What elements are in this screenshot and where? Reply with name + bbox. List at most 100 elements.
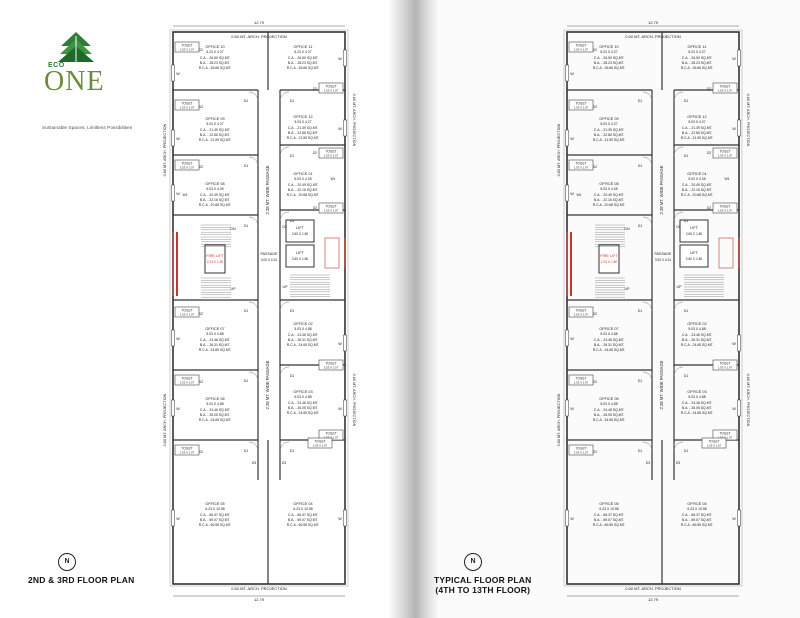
window-opening: [343, 334, 347, 352]
office-02-dim: 5.03 X 4.88: [294, 327, 311, 331]
office-09-rca: R.C.A - 21.59 SQ.MT.: [593, 138, 626, 142]
office-04-rca: R.C.A - 66.55 SQ.MT.: [681, 523, 714, 527]
lift-dim-label: 2.60 X 1.80: [686, 257, 703, 261]
toilet-label: TOILET: [181, 377, 192, 381]
office-04-dim: 6.23 X 10.58: [293, 507, 312, 511]
logo-eco-text: ECO: [48, 62, 65, 69]
office-01-rca: R.C.A - 20.68 SQ.MT.: [287, 193, 320, 197]
office-06-name: OFFICE 06: [205, 397, 224, 401]
office-12-dim: 5.03 X 4.27: [294, 120, 311, 124]
office-01-name: OFFICE 01: [293, 172, 312, 176]
plan-title-left-line1: 2ND & 3RD FLOOR PLAN: [28, 575, 135, 585]
book-spine-shadow: [388, 0, 438, 618]
window-label: W: [732, 517, 736, 521]
office-05-name: OFFICE 05: [205, 502, 224, 506]
door-label: D1: [290, 99, 294, 103]
toilet-dim-label: 1.53 X 1.07: [313, 444, 328, 448]
passage-label: PASSAGE: [655, 252, 673, 256]
door-label: D1: [290, 374, 294, 378]
office-11-carpet-area: C.A. - 26.50 SQ.MT.: [288, 56, 318, 60]
door-label: D2: [199, 380, 203, 384]
door-swing: [248, 301, 259, 312]
fire-lift-marker: [570, 232, 572, 296]
office-11-dim: 6.23 X 4.27: [294, 50, 311, 54]
office-04-dim: 6.23 X 10.58: [687, 507, 706, 511]
office-10-dim: 6.23 X 4.27: [206, 50, 223, 54]
office-02-built-area: B.A. - 26.31 SQ.MT.: [288, 338, 318, 342]
office-06-dim: 5.03 X 4.88: [600, 402, 617, 406]
office-12-dim: 5.03 X 4.27: [688, 120, 705, 124]
door-label: D1: [244, 309, 248, 313]
toilet-label: TOILET: [181, 162, 192, 166]
stair-up-label: UP: [283, 285, 289, 289]
lift-shaft: [679, 219, 709, 243]
door-swing: [248, 441, 259, 452]
stair-dn-label: DN: [282, 225, 288, 229]
office-05-built-area: B.A. - 69.07 SQ.MT.: [594, 518, 624, 522]
door-label: D2: [593, 450, 597, 454]
door-label: D2: [707, 206, 711, 210]
window-opening: [737, 49, 741, 67]
door-label: D2: [313, 87, 317, 91]
left-page: [0, 0, 400, 618]
door-label: D1: [290, 309, 294, 313]
door-swing: [279, 91, 290, 102]
door-swing: [279, 441, 290, 452]
office-05-dim: 6.23 X 10.58: [205, 507, 224, 511]
office-06-built-area: B.A. - 26.05 SQ.MT.: [200, 413, 230, 417]
arch-projection-side: 0.60 MT. ARCH. PROJECTION: [746, 374, 750, 427]
door-swing: [248, 216, 259, 227]
office-05-rca: R.C.A - 66.55 SQ.MT.: [593, 523, 626, 527]
toilet-room: [174, 99, 200, 111]
toilet-dim-label: 1.53 X 1.07: [718, 209, 733, 213]
office-02-rca: R.C.A - 24.65 SQ.MT.: [287, 343, 320, 347]
toilet-label: TOILET: [575, 102, 586, 106]
arch-projection-side: 0.60 MT. ARCH. PROJECTION: [557, 393, 561, 446]
toilet-room: [307, 437, 333, 449]
office-07-built-area: B.A. - 26.31 SQ.MT.: [200, 343, 230, 347]
overall-width-label: 12.79: [254, 597, 265, 602]
office-09-carpet-area: C.A. - 21.39 SQ.MT.: [594, 128, 624, 132]
door-swing: [279, 301, 290, 312]
toilet-room: [568, 444, 594, 456]
window-opening: [171, 129, 175, 147]
window-label: W: [732, 57, 736, 61]
window-label: W: [570, 137, 574, 141]
door-label: D3: [646, 461, 650, 465]
stair-up-label: UP: [677, 285, 683, 289]
window-opening: [171, 184, 175, 202]
toilet-dim-label: 1.53 X 1.07: [180, 381, 195, 385]
toilet-dim-label: 1.53 X 1.07: [574, 381, 589, 385]
window-label: W: [338, 342, 342, 346]
toilet-dim-label: 1.53 X 1.07: [324, 89, 339, 93]
arch-projection-side: 0.60 MT. ARCH. PROJECTION: [352, 94, 356, 147]
office-11-built-area: B.A. - 28.23 SQ.MT.: [682, 61, 712, 65]
office-09-rca: R.C.A - 21.59 SQ.MT.: [199, 138, 232, 142]
window-label: W: [176, 407, 180, 411]
toilet-dim-label: 1.53 X 1.07: [718, 436, 733, 440]
fire-lift-dim-label: 2.24 X 1.80: [601, 260, 618, 264]
door-swing: [673, 441, 684, 452]
window-opening: [737, 509, 741, 527]
door-label: D1: [684, 219, 688, 223]
window-label: W: [570, 337, 574, 341]
toilet-dim-label: 1.53 X 1.07: [718, 89, 733, 93]
office-09-dim: 5.03 X 4.27: [206, 122, 223, 126]
window-label: W: [338, 517, 342, 521]
toilet-room: [568, 41, 594, 53]
toilet-room: [712, 82, 738, 94]
door-swing: [279, 366, 290, 377]
office-02-carpet-area: C.A. - 24.46 SQ.MT.: [682, 333, 712, 337]
passage-dim-label: 3.00 X 6.31: [261, 258, 278, 262]
outer-wall: [172, 31, 346, 585]
window-opening: [343, 399, 347, 417]
door-label: D1: [684, 374, 688, 378]
toilet-label: TOILET: [719, 150, 730, 154]
window-opening: [565, 64, 569, 82]
office-09-dim: 5.03 X 4.27: [600, 122, 617, 126]
window-opening: [171, 399, 175, 417]
arch-projection-top: 0.60 MT. ARCH. PROJECTION: [231, 34, 287, 39]
door-label: D2: [707, 87, 711, 91]
arch-projection-side: 0.60 MT. ARCH. PROJECTION: [163, 123, 167, 176]
